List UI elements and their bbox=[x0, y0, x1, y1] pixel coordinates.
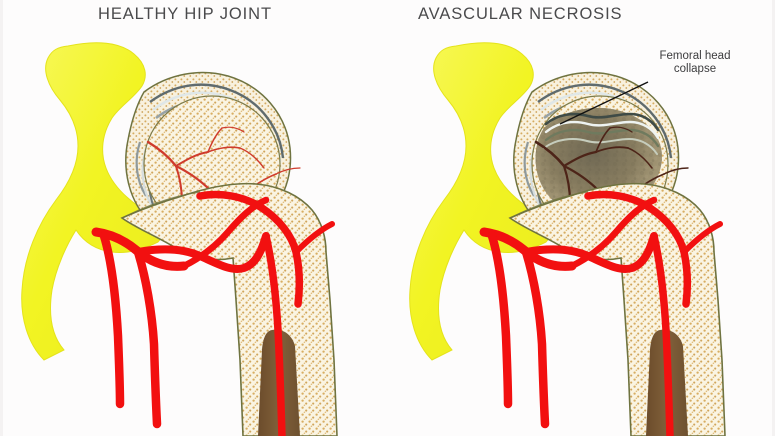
panel-title-avascular-necrosis: AVASCULAR NECROSIS bbox=[418, 5, 623, 23]
annotation-femoral-head-collapse: Femoral head collapse bbox=[659, 50, 731, 75]
femoral-head-collapse-leader-line bbox=[559, 81, 649, 125]
collapsed-subchondral-bone bbox=[543, 112, 660, 155]
panel-title-healthy: HEALTHY HIP JOINT bbox=[98, 5, 272, 23]
right-border bbox=[772, 0, 775, 436]
left-border bbox=[0, 0, 3, 436]
panel-avascular-necrosis bbox=[409, 42, 726, 436]
panel-healthy-hip bbox=[21, 42, 338, 436]
